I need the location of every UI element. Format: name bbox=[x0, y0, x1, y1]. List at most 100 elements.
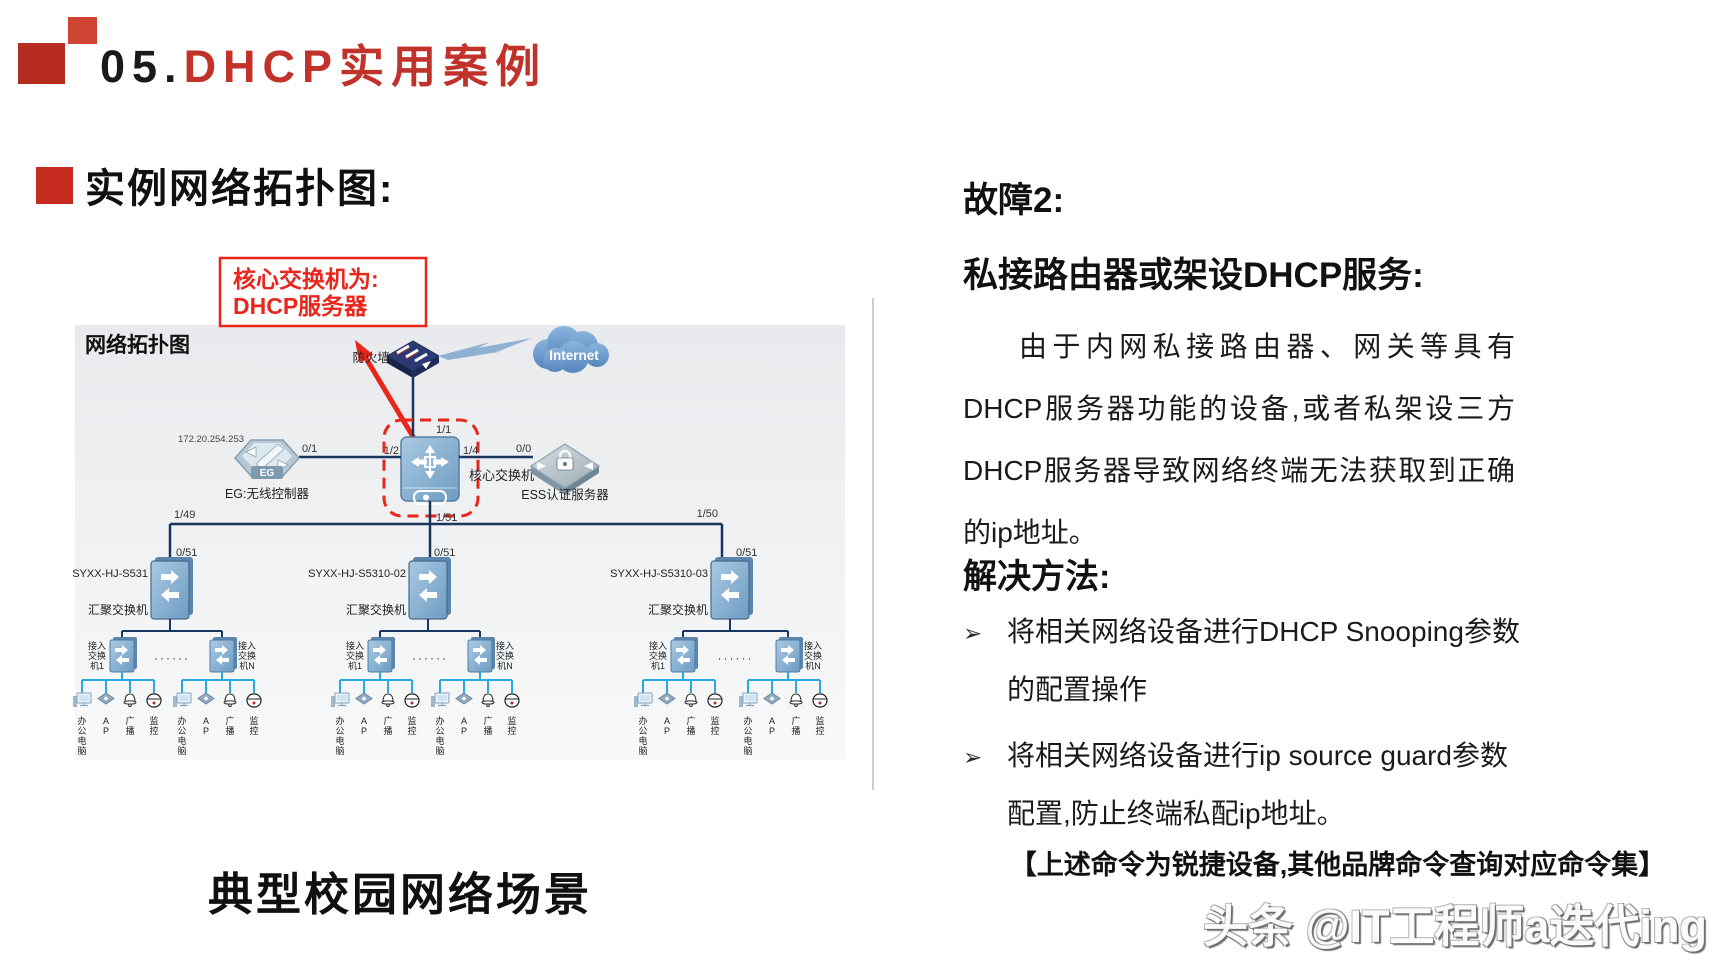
speaker-icon bbox=[684, 693, 698, 708]
diagram-title: 网络拓扑图 bbox=[85, 333, 190, 357]
section-heading: 实例网络拓扑图: bbox=[85, 167, 395, 211]
device-label: P bbox=[461, 726, 467, 736]
speaker-icon bbox=[789, 693, 803, 708]
device-label: 广 bbox=[791, 715, 800, 726]
decor-square-large bbox=[18, 43, 65, 84]
ap-icon bbox=[197, 692, 215, 705]
device-label: A bbox=[103, 716, 109, 726]
device-label: 脑 bbox=[638, 745, 647, 756]
eg-port: 0/1 bbox=[302, 443, 317, 455]
access-switch-label: 交换 bbox=[649, 650, 667, 661]
access-switch-label: 机1 bbox=[651, 660, 665, 671]
ap-icon bbox=[97, 692, 115, 705]
device-label: A bbox=[664, 716, 670, 726]
device-label: 电 bbox=[435, 735, 444, 746]
access-switch-label: 接入 bbox=[496, 640, 514, 651]
eg-ip-address: 172.20.254.253 bbox=[178, 434, 244, 445]
vertical-divider bbox=[872, 298, 874, 790]
device-label: P bbox=[664, 726, 670, 736]
agg-switch-name: SYXX-HJ-S5310-02 bbox=[308, 568, 406, 580]
aggregation-switch-icon bbox=[150, 557, 193, 620]
device-label: 控 bbox=[249, 725, 258, 736]
access-switch-label: 接入 bbox=[346, 640, 364, 651]
core-switch-icon bbox=[400, 436, 460, 505]
aggregation-group: SYXX-HJ-S5310/51汇聚交换机接入交换机1办公电脑AP广播监控接入交… bbox=[72, 524, 262, 756]
device-label: 脑 bbox=[335, 745, 344, 756]
solution-item-text: 将相关网络设备进行ip source guard参数配置,防止终端私配ip地址。 bbox=[1007, 740, 1509, 829]
device-label: 公 bbox=[638, 726, 647, 736]
ess-port: 0/0 bbox=[516, 443, 531, 455]
ess-label: ESS认证服务器 bbox=[521, 487, 609, 502]
access-switch-label: 机1 bbox=[348, 660, 362, 671]
section-bullet-square bbox=[36, 167, 73, 204]
agg-switch-name: SYXX-HJ-S5310-03 bbox=[610, 568, 708, 580]
access-switch-label: 接入 bbox=[804, 640, 822, 651]
aggregation-switch-icon bbox=[710, 557, 753, 620]
device-label: P bbox=[361, 726, 367, 736]
camera-icon bbox=[707, 693, 723, 708]
speaker-icon bbox=[381, 693, 395, 708]
access-switch-label: 机N bbox=[239, 660, 255, 671]
device-label: 办 bbox=[77, 715, 86, 726]
camera-icon bbox=[812, 693, 828, 708]
ellipsis-dots: ······ bbox=[718, 651, 754, 665]
device-label: 控 bbox=[710, 725, 719, 736]
arrow-bullet-icon: ➢ bbox=[963, 620, 983, 646]
camera-icon bbox=[246, 693, 262, 708]
footer-note: 【上述命令为锐捷设备,其他品牌命令查询对应命令集】 bbox=[1009, 850, 1666, 880]
ap-icon bbox=[658, 692, 676, 705]
access-switch-icon bbox=[209, 637, 237, 673]
internet-label: Internet bbox=[549, 348, 599, 363]
office-pc-icon bbox=[634, 692, 653, 707]
office-pc-icon bbox=[73, 692, 92, 707]
page-title-text: DHCP实用案例 bbox=[183, 41, 548, 92]
diagram-background bbox=[75, 325, 845, 760]
device-label: 监 bbox=[407, 715, 416, 726]
eg-controller-icon: EG bbox=[233, 439, 301, 479]
device-label: 脑 bbox=[435, 745, 444, 756]
device-label: 公 bbox=[743, 726, 752, 736]
page-title-number: 05. bbox=[100, 41, 184, 92]
callout-line1: 核心交换机为: bbox=[233, 266, 379, 292]
solution-item: ➢ 将相关网络设备进行DHCP Snooping参数的配置操作 bbox=[963, 603, 1528, 719]
eg-label: EG:无线控制器 bbox=[225, 487, 310, 501]
aggregation-group: SYXX-HJ-S5310-020/51汇聚交换机接入交换机1办公电脑AP广播监… bbox=[308, 524, 520, 756]
device-label: 广 bbox=[686, 715, 695, 726]
page-title: 05.DHCP实用案例 bbox=[100, 30, 547, 95]
agg-port: 0/51 bbox=[736, 547, 757, 559]
device-label: 监 bbox=[710, 715, 719, 726]
device-label: 电 bbox=[177, 735, 186, 746]
access-switch-label: 接入 bbox=[88, 640, 106, 651]
device-label: 办 bbox=[335, 715, 344, 726]
access-switch-icon bbox=[367, 637, 395, 673]
device-label: 广 bbox=[225, 715, 234, 726]
eg-name: EG bbox=[260, 468, 275, 479]
internet-cloud: Internet bbox=[533, 326, 609, 373]
device-label: 办 bbox=[743, 715, 752, 726]
camera-icon bbox=[504, 693, 520, 708]
solution-title: 解决方法: bbox=[963, 558, 1111, 596]
device-label: 播 bbox=[483, 725, 492, 736]
device-label: 公 bbox=[335, 726, 344, 736]
device-label: 广 bbox=[383, 715, 392, 726]
network-topology-diagram: 网络拓扑图 核心交换机为: DHCP服务器 防火墙 Int bbox=[72, 256, 845, 760]
aggregation-group: SYXX-HJ-S5310-030/51汇聚交换机接入交换机1办公电脑AP广播监… bbox=[610, 524, 828, 756]
speaker-icon bbox=[223, 693, 237, 708]
device-label: 监 bbox=[815, 715, 824, 726]
device-label: 公 bbox=[435, 726, 444, 736]
decor-square-small bbox=[68, 17, 97, 44]
device-label: 广 bbox=[483, 715, 492, 726]
access-switch-icon bbox=[775, 637, 803, 673]
office-pc-icon bbox=[173, 692, 192, 707]
device-label: 监 bbox=[249, 715, 258, 726]
device-label: 电 bbox=[77, 735, 86, 746]
subtrees: SYXX-HJ-S5310/51汇聚交换机接入交换机1办公电脑AP广播监控接入交… bbox=[72, 524, 828, 756]
access-switch-label: 接入 bbox=[649, 640, 667, 651]
solution-item: ➢ 将相关网络设备进行ip source guard参数配置,防止终端私配ip地… bbox=[963, 727, 1528, 843]
speaker-icon bbox=[123, 693, 137, 708]
agg-port: 0/51 bbox=[434, 547, 455, 559]
device-label: 播 bbox=[791, 725, 800, 736]
solution-list: ➢ 将相关网络设备进行DHCP Snooping参数的配置操作 ➢ 将相关网络设… bbox=[963, 603, 1528, 843]
access-switch-label: 交换 bbox=[346, 650, 364, 661]
